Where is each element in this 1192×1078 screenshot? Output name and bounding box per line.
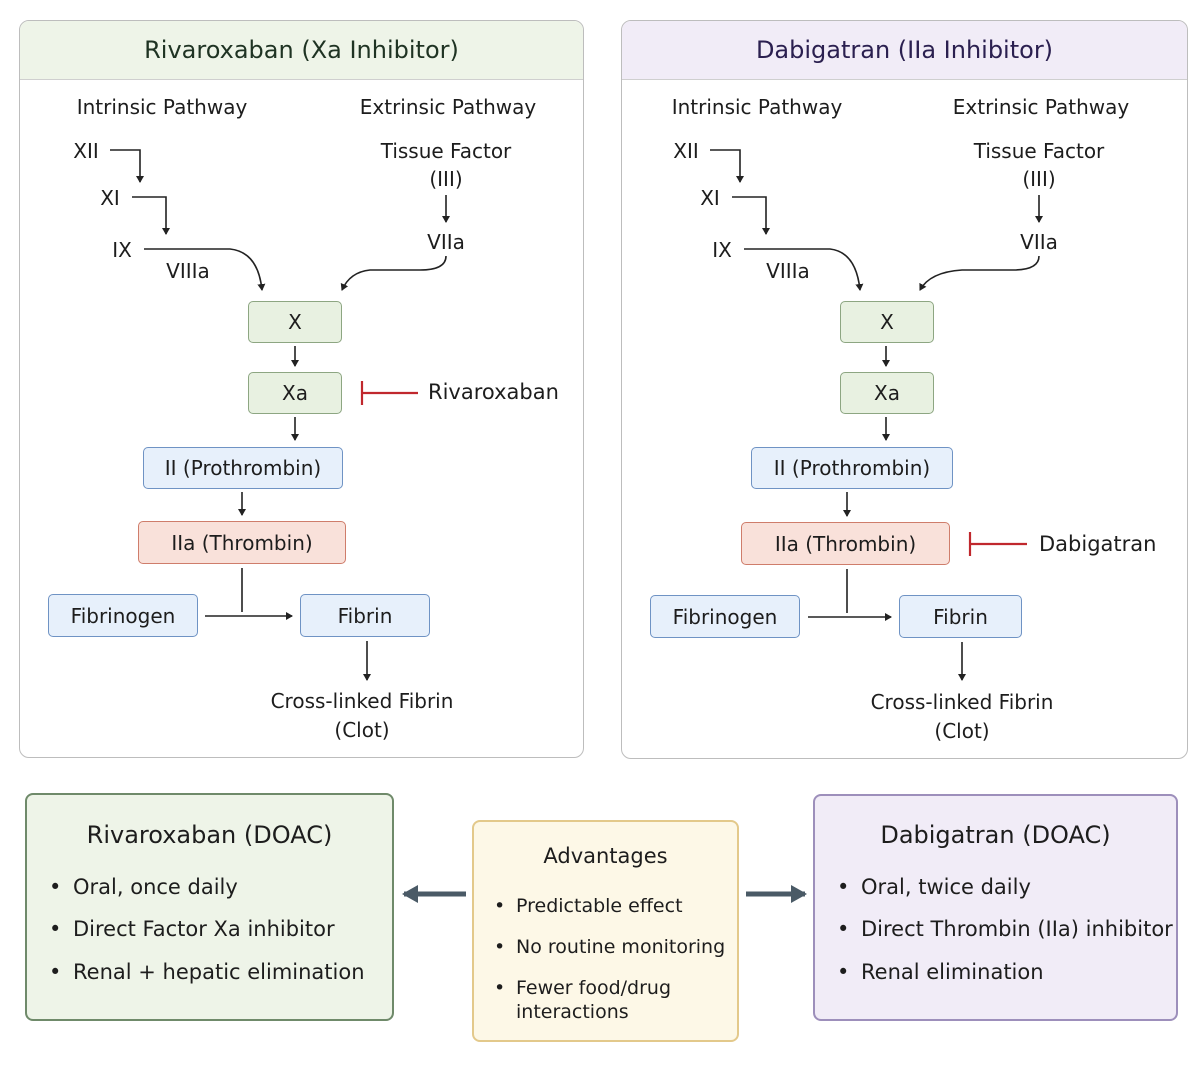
- fibrinogen-box: Fibrinogen: [48, 594, 198, 637]
- prothrombin-box: II (Prothrombin): [751, 447, 953, 489]
- dabigatran-inhibitor-label: Dabigatran: [1039, 532, 1157, 556]
- thrombin-box: IIa (Thrombin): [741, 522, 950, 565]
- fibrin-box: Fibrin: [300, 594, 430, 637]
- rivaroxaban-inhibitor-label: Rivaroxaban: [428, 380, 559, 404]
- intrinsic-pathway-label: Intrinsic Pathway: [76, 95, 248, 119]
- factor-xi: XI: [100, 186, 120, 210]
- factor-viia: VIIa: [427, 230, 465, 254]
- dabigatran-doac-card: Dabigatran (DOAC) •Oral, twice daily •Di…: [813, 794, 1178, 1021]
- factor-xi: XI: [700, 186, 720, 210]
- factor-xii: XII: [73, 139, 99, 163]
- rivaroxaban-doac-card: Rivaroxaban (DOAC) •Oral, once daily •Di…: [25, 793, 394, 1021]
- card-title: Advantages: [543, 844, 668, 868]
- factor-iii-label: (III): [1022, 167, 1056, 191]
- factor-viiia: VIIIa: [766, 259, 810, 283]
- intrinsic-pathway-label: Intrinsic Pathway: [671, 95, 843, 119]
- card-title: Rivaroxaban (DOAC): [86, 821, 333, 849]
- card-bullet: •Oral, twice daily: [837, 875, 1031, 899]
- fibrin-box: Fibrin: [899, 595, 1022, 638]
- extrinsic-pathway-label: Extrinsic Pathway: [359, 95, 537, 119]
- card-bullet: •Direct Thrombin (IIa) inhibitor: [837, 917, 1173, 941]
- clot-label-line2: (Clot): [934, 719, 990, 743]
- factor-xii: XII: [673, 139, 699, 163]
- card-bullet: •Direct Factor Xa inhibitor: [49, 917, 335, 941]
- factor-x-box: X: [840, 301, 934, 343]
- card-bullet: •Oral, once daily: [49, 875, 238, 899]
- advantage-item: •Predictable effect: [494, 895, 683, 917]
- tissue-factor-label: Tissue Factor: [973, 139, 1105, 163]
- clot-label-line1: Cross-linked Fibrin: [270, 689, 454, 713]
- card-bullet: •Renal + hepatic elimination: [49, 960, 365, 984]
- factor-xa-box: Xa: [840, 372, 934, 414]
- thrombin-box: IIa (Thrombin): [138, 521, 346, 564]
- clot-label-line1: Cross-linked Fibrin: [870, 690, 1054, 714]
- card-bullet: •Renal elimination: [837, 960, 1044, 984]
- extrinsic-pathway-label: Extrinsic Pathway: [952, 95, 1130, 119]
- factor-ix: IX: [112, 238, 132, 262]
- factor-ix: IX: [712, 238, 732, 262]
- panel-title: Dabigatran (IIa Inhibitor): [622, 21, 1187, 80]
- factor-viia: VIIa: [1020, 230, 1058, 254]
- prothrombin-box: II (Prothrombin): [143, 447, 343, 489]
- advantage-item: •Fewer food/drug interactions: [494, 977, 672, 1023]
- advantage-item: •No routine monitoring: [494, 936, 726, 958]
- tissue-factor-label: Tissue Factor: [380, 139, 512, 163]
- factor-xa-box: Xa: [248, 372, 342, 414]
- factor-iii-label: (III): [429, 167, 463, 191]
- clot-label-line2: (Clot): [334, 718, 390, 742]
- factor-x-box: X: [248, 301, 342, 343]
- advantages-card: Advantages •Predictable effect •No routi…: [472, 820, 739, 1042]
- fibrinogen-box: Fibrinogen: [650, 595, 800, 638]
- card-title: Dabigatran (DOAC): [880, 821, 1111, 849]
- factor-viiia: VIIIa: [166, 259, 210, 283]
- panel-title: Rivaroxaban (Xa Inhibitor): [20, 21, 583, 80]
